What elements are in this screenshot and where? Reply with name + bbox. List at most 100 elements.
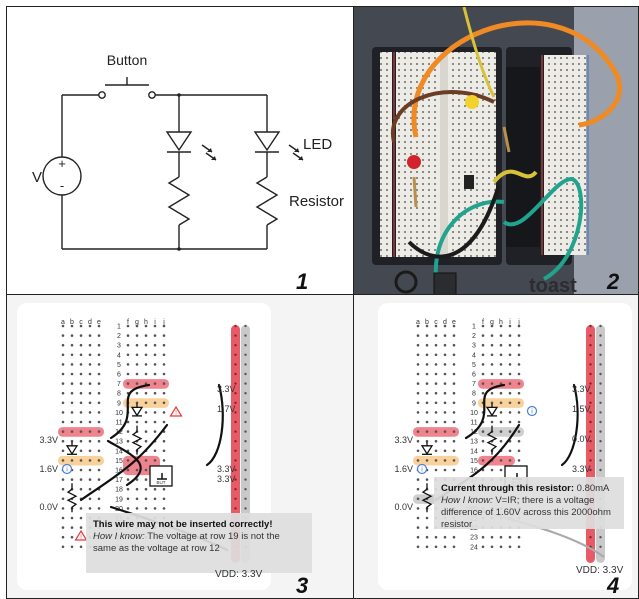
breadboard-hole xyxy=(70,420,74,424)
voltage-label: 1.6V xyxy=(39,464,58,474)
column-letter: j xyxy=(517,319,520,326)
breadboard-hole xyxy=(517,430,521,433)
breadboard-hole xyxy=(425,372,429,376)
breadboard-hole xyxy=(88,411,92,414)
source-plus: + xyxy=(58,156,66,171)
breadboard-hole xyxy=(97,449,101,453)
breadboard-hole xyxy=(144,497,148,501)
column-letter: f xyxy=(127,319,129,326)
breadboard-hole xyxy=(490,372,494,376)
row-number: 3 xyxy=(117,343,121,350)
column-letter: i xyxy=(509,319,511,326)
breadboard-hole xyxy=(416,334,420,337)
rail-hole xyxy=(234,468,237,472)
breadboard-hole xyxy=(70,545,74,549)
column-letter: f xyxy=(482,319,484,326)
breadboard-hole xyxy=(508,430,512,433)
breadboard-hole xyxy=(70,411,74,414)
rail-hole xyxy=(599,363,602,366)
current-tooltip[interactable]: Current through this resistor: 0.80mA Ho… xyxy=(434,477,624,530)
breadboard-hole xyxy=(517,420,521,424)
breadboard-hole xyxy=(97,478,101,481)
breadboard-hole xyxy=(499,468,503,472)
breadboard-hole xyxy=(61,507,65,510)
breadboard-hole xyxy=(508,363,512,366)
breadboard-hole xyxy=(425,382,429,385)
breadboard-hole xyxy=(153,382,157,385)
rail-hole xyxy=(244,392,247,395)
breadboard-hole xyxy=(481,439,485,443)
panel-schematic: + - Button V LED Resistor 1 xyxy=(6,6,354,295)
panel-number-2: 2 xyxy=(607,269,620,294)
breadboard-hole xyxy=(126,459,130,462)
voltage-label: 1.7V xyxy=(217,404,236,414)
breadboard-hole xyxy=(508,334,512,337)
rail-hole xyxy=(234,401,237,404)
current-value: 0.80mA xyxy=(576,483,610,494)
breadboard-hole xyxy=(88,439,92,443)
breadboard-hole xyxy=(443,343,447,347)
breadboard-hole xyxy=(153,391,157,395)
breadboard-hole xyxy=(88,487,92,491)
voltage-label: 3.3V xyxy=(217,464,236,474)
breadboard-hole xyxy=(144,343,148,347)
breadboard-hole xyxy=(452,459,456,462)
breadboard-hole xyxy=(70,526,74,529)
breadboard-hole xyxy=(162,401,166,405)
breadboard-hole xyxy=(434,449,438,453)
breadboard-hole xyxy=(162,497,166,501)
rail-hole xyxy=(599,353,602,356)
breadboard-hole xyxy=(452,324,456,328)
breadboard-hole xyxy=(517,372,521,376)
rail-hole xyxy=(244,411,247,414)
breadboard-hole xyxy=(517,459,521,462)
breadboard-hole xyxy=(416,439,420,443)
rail-hole xyxy=(589,536,592,539)
breadboard-hole xyxy=(517,439,521,443)
rail-hole xyxy=(244,353,247,356)
breadboard-hole xyxy=(144,411,148,414)
breadboard-hole xyxy=(434,411,438,414)
breadboard-hole xyxy=(481,545,485,549)
breadboard-hole xyxy=(144,468,148,472)
rail-hole xyxy=(234,353,237,356)
breadboard-hole xyxy=(162,324,166,328)
breadboard-hole xyxy=(517,545,521,549)
vdd-label: VDD: 3.3V xyxy=(576,565,624,576)
breadboard-hole xyxy=(153,401,157,405)
breadboard-hole xyxy=(490,353,494,357)
breadboard-hole xyxy=(97,459,101,462)
breadboard-hole xyxy=(416,526,420,529)
breadboard-hole xyxy=(97,497,101,501)
row-number: 10 xyxy=(115,410,123,417)
breadboard-hole xyxy=(508,324,512,328)
breadboard-hole xyxy=(70,391,74,395)
button-terminal-right xyxy=(148,91,156,99)
rail-hole xyxy=(234,324,237,328)
breadboard-hole xyxy=(499,334,503,337)
breadboard-hole xyxy=(416,391,420,395)
breadboard-hole xyxy=(490,420,494,424)
row-number: 8 xyxy=(472,391,476,398)
breadboard-hole xyxy=(61,497,65,501)
source-minus: - xyxy=(60,178,64,193)
breadboard-hole xyxy=(443,382,447,385)
breadboard-hole xyxy=(517,411,521,414)
rail-hole xyxy=(234,478,237,481)
warning-text: The voltage at row 19 is not the same as… xyxy=(93,531,280,554)
breadboard-hole xyxy=(126,324,130,328)
breadboard-hole xyxy=(126,497,130,501)
breadboard-hole xyxy=(135,372,139,376)
column-letter: c xyxy=(79,319,83,326)
rail-hole xyxy=(599,430,602,433)
breadboard-hole xyxy=(97,324,101,328)
breadboard-hole xyxy=(416,420,420,424)
breadboard-hole xyxy=(481,353,485,357)
breadboard-hole xyxy=(88,478,92,481)
rail-hole xyxy=(599,420,602,424)
breadboard-hole xyxy=(135,468,139,472)
breadboard-hole xyxy=(126,353,130,357)
breadboard-hole xyxy=(416,353,420,357)
breadboard-hole xyxy=(135,478,139,481)
